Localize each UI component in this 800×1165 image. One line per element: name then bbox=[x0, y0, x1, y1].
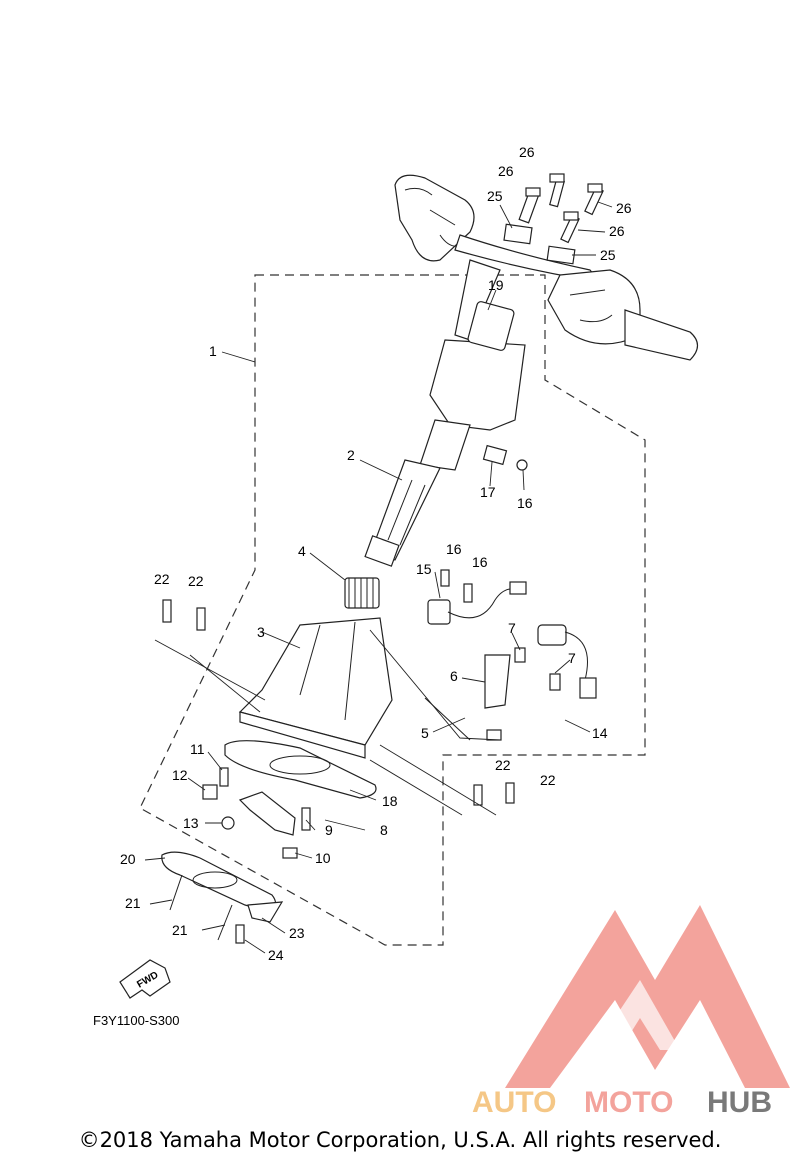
rivet bbox=[217, 904, 233, 941]
callout-13: 13 bbox=[183, 815, 199, 831]
bracket bbox=[482, 444, 508, 466]
callout-1: 1 bbox=[209, 343, 217, 359]
bolt bbox=[560, 211, 580, 244]
bolt bbox=[196, 607, 206, 631]
base-plate bbox=[161, 851, 277, 913]
drawing-code: F3Y1100-S300 bbox=[93, 1013, 180, 1028]
spline-collar bbox=[344, 577, 380, 609]
callout-7a: 7 bbox=[508, 620, 516, 636]
automotohub-logo: AUTO MOTO HUB bbox=[472, 905, 790, 1119]
callout-7b: 7 bbox=[568, 650, 576, 666]
logo-hub: HUB bbox=[707, 1086, 772, 1119]
handlebar-left-grip bbox=[394, 174, 475, 262]
callout-6: 6 bbox=[450, 668, 458, 684]
callout-12: 12 bbox=[172, 767, 188, 783]
callout-22a: 22 bbox=[154, 571, 170, 587]
callout-21a: 21 bbox=[125, 895, 141, 911]
callout-25a: 25 bbox=[487, 188, 503, 204]
steering-column bbox=[364, 259, 526, 567]
bolt bbox=[162, 599, 172, 623]
callout-19: 19 bbox=[488, 277, 504, 293]
callout-23: 23 bbox=[289, 925, 305, 941]
forward-arrow-icon: FWD bbox=[119, 959, 171, 999]
callout-22d: 22 bbox=[540, 772, 556, 788]
callout-22b: 22 bbox=[188, 573, 204, 589]
callout-21b: 21 bbox=[172, 922, 188, 938]
callout-16c: 16 bbox=[517, 495, 533, 511]
callout-26b: 26 bbox=[498, 163, 514, 179]
bolt bbox=[301, 807, 311, 831]
bolt bbox=[584, 183, 604, 216]
callout-8: 8 bbox=[380, 822, 388, 838]
callout-25b: 25 bbox=[600, 247, 616, 263]
callout-16a: 16 bbox=[446, 541, 462, 557]
copyright-notice: ©2018 Yamaha Motor Corporation, U.S.A. A… bbox=[78, 1128, 722, 1152]
bolt bbox=[516, 459, 528, 471]
bracket bbox=[247, 901, 284, 923]
sensor-assembly bbox=[484, 624, 597, 741]
callout-5: 5 bbox=[421, 725, 429, 741]
logo-auto: AUTO bbox=[472, 1086, 556, 1119]
callout-22c: 22 bbox=[495, 757, 511, 773]
callout-14: 14 bbox=[592, 725, 608, 741]
leader-lines bbox=[144, 201, 613, 954]
bolt bbox=[518, 187, 541, 224]
nut bbox=[221, 816, 235, 830]
callout-20: 20 bbox=[120, 851, 136, 867]
handlebar-right-grip bbox=[547, 269, 699, 361]
callout-2: 2 bbox=[347, 447, 355, 463]
callout-11: 11 bbox=[190, 741, 205, 757]
callout-3: 3 bbox=[257, 624, 265, 640]
rivet bbox=[169, 874, 183, 911]
callout-26d: 26 bbox=[609, 223, 625, 239]
callout-24: 24 bbox=[268, 947, 284, 963]
callout-4: 4 bbox=[298, 543, 306, 559]
bracket bbox=[238, 791, 296, 836]
bolt bbox=[235, 924, 245, 944]
callout-10: 10 bbox=[315, 850, 331, 866]
bolt bbox=[549, 173, 565, 208]
callout-15: 15 bbox=[416, 561, 432, 577]
collar bbox=[282, 847, 298, 859]
bolt bbox=[219, 767, 229, 787]
callout-18: 18 bbox=[382, 793, 398, 809]
assembly-boundary bbox=[139, 274, 646, 946]
mounting-plate bbox=[224, 740, 377, 799]
handlebar-clamp bbox=[546, 245, 576, 265]
switch-assembly bbox=[427, 569, 527, 625]
callout-16b: 16 bbox=[472, 554, 488, 570]
callout-9: 9 bbox=[325, 822, 333, 838]
handlebar-clamp bbox=[503, 223, 533, 245]
callout-26c: 26 bbox=[616, 200, 632, 216]
callout-26a: 26 bbox=[519, 144, 535, 160]
logo-moto: MOTO bbox=[584, 1086, 673, 1119]
callout-17: 17 bbox=[480, 484, 496, 500]
bolt bbox=[505, 782, 515, 804]
clip bbox=[202, 784, 218, 800]
bolt bbox=[473, 784, 483, 806]
callout-labels: 1 2 3 4 5 6 7 7 8 9 10 11 12 13 14 15 16… bbox=[120, 144, 632, 963]
steering-housing bbox=[238, 617, 393, 759]
